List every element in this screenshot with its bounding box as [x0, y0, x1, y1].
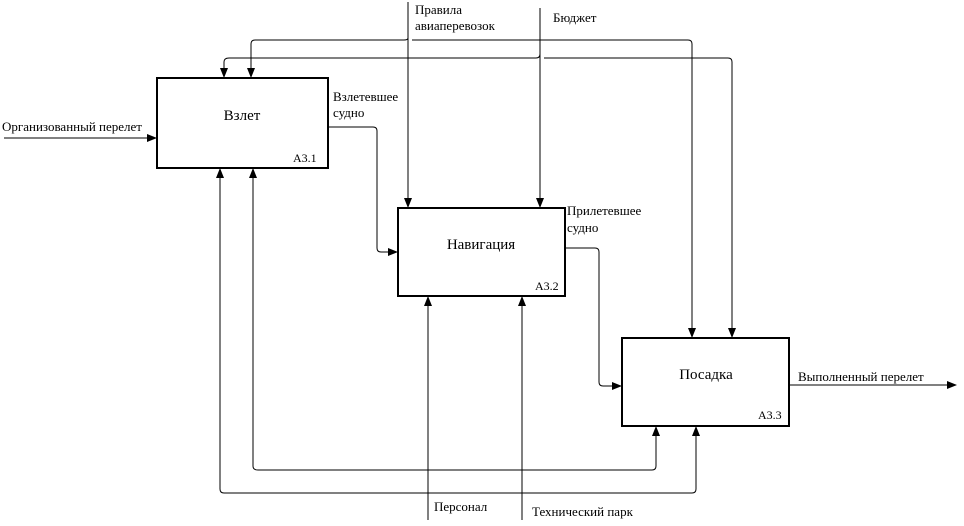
- arrow-mech-fleet-to-a31[interactable]: [249, 168, 522, 471]
- label-control-budget: Бюджет: [553, 10, 597, 25]
- box-a33-number: А3.3: [758, 408, 782, 422]
- arrow-mech-staff-to-a33[interactable]: [428, 426, 700, 494]
- label-mech-fleet: Технический парк: [532, 504, 634, 519]
- label-flow-1-2-line2: судно: [333, 105, 364, 120]
- label-control-rules-line1: Правила: [415, 2, 462, 17]
- label-input-main: Организованный перелет: [2, 119, 142, 134]
- box-a33-title: Посадка: [679, 367, 733, 383]
- label-output-main: Выполненный перелет: [798, 369, 924, 384]
- box-a32[interactable]: Навигация А3.2: [397, 207, 566, 297]
- box-a32-title: Навигация: [447, 237, 515, 253]
- arrow-flow-a32-a33[interactable]: [566, 247, 622, 390]
- label-mech-staff: Персонал: [434, 499, 488, 514]
- arrow-mech-staff-to-a31[interactable]: [216, 168, 428, 494]
- arrow-flow-a31-a32[interactable]: [329, 126, 398, 256]
- box-a31-title: Взлет: [224, 108, 261, 124]
- arrow-mech-fleet-to-a33[interactable]: [522, 426, 660, 471]
- arrow-control-budget-to-a33[interactable]: [544, 57, 736, 338]
- label-flow-2-3-line1: Прилетевшее: [567, 203, 641, 218]
- label-flow-2-3-line2: судно: [567, 220, 598, 235]
- box-a31[interactable]: Взлет А3.1: [156, 77, 329, 169]
- label-flow-1-2-line1: Взлетевшее: [333, 89, 398, 104]
- arrow-control-rules-to-a33[interactable]: [412, 39, 696, 338]
- arrow-control-budget-to-a31[interactable]: [220, 53, 541, 78]
- box-a32-number: А3.2: [535, 279, 559, 293]
- box-a31-number: А3.1: [293, 151, 317, 165]
- label-control-rules-line2: авиаперевозок: [415, 18, 496, 33]
- arrow-control-rules-to-a31[interactable]: [247, 37, 409, 78]
- box-a33[interactable]: Посадка А3.3: [621, 337, 790, 427]
